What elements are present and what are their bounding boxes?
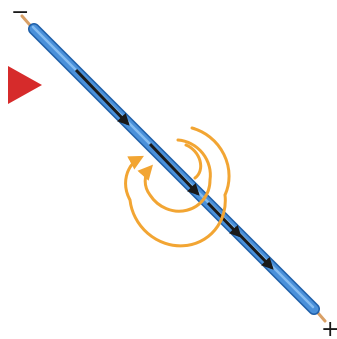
field-loops-back	[176, 126, 231, 197]
play-triangle-icon[interactable]	[8, 66, 42, 104]
positive-terminal-label: +	[321, 317, 337, 339]
curved-arrow-icon	[124, 155, 227, 248]
curved-arrow-icon	[137, 164, 212, 213]
current-arrow-icon	[74, 68, 130, 126]
current-arrow-icon	[148, 142, 200, 196]
current-arrow-icon	[234, 229, 274, 270]
current-arrows	[74, 68, 274, 270]
field-loop-inner	[184, 143, 203, 180]
current-arrow-icon	[206, 201, 242, 238]
magnetic-field-loops	[124, 143, 227, 248]
